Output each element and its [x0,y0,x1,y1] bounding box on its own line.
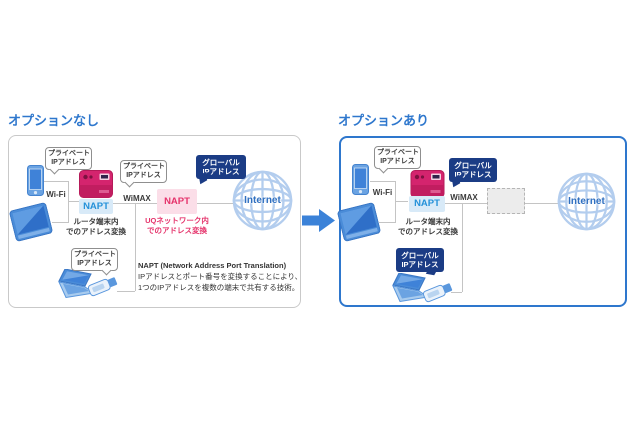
connector-line [44,181,68,182]
connector-line [113,203,157,204]
private-ip-bubble: プライベート IPアドレス [45,147,92,175]
connector-line [68,181,69,223]
connector-line [370,181,395,182]
private-ip-bubble: プライベート IPアドレス [120,160,167,188]
private-ip-bubble: プライベート IPアドレス [71,248,118,276]
internet-label: Internet [568,196,605,207]
internet-globe-icon: Internet [232,170,293,231]
connector-line [379,222,395,223]
smartphone-icon [352,164,369,195]
laptop-icon [58,269,96,298]
wifi-label: Wi-Fi [46,190,66,199]
napt-note-heading: NAPT (Network Address Port Translation) [138,261,287,270]
removed-napt-placeholder [487,188,525,214]
connector-line [135,204,136,291]
uq-napt-caption: UQネットワーク内 でのアドレス変換 [145,216,209,235]
usb-dongle-icon [87,274,120,298]
wimax-label: WiMAX [123,194,151,203]
router-napt-caption: ルータ端末内 でのアドレス変換 [66,217,126,236]
right-panel-title: オプションあり [338,113,430,128]
router-napt-caption: ルータ端末内 でのアドレス変換 [398,217,458,236]
connector-line [395,181,396,223]
connector-line [197,203,233,204]
wifi-router-icon [79,170,113,198]
napt-definition-note: NAPT (Network Address Port Translation) … [138,261,303,292]
wifi-router-icon [409,170,446,198]
napt-uq-box: NAPT [157,189,197,214]
wimax-label: WiMAX [450,193,478,202]
private-ip-bubble: プライベート IPアドレス [374,146,421,174]
tablet-icon [337,201,382,243]
connector-line [451,292,462,293]
global-ip-bubble: グローバル IPアドレス [196,155,246,185]
global-ip-bubble: グローバル IPアドレス [396,248,444,276]
connector-line [462,204,463,292]
usb-dongle-icon [422,280,455,304]
napt-router-box: NAPT [409,196,445,212]
connector-line [68,201,80,202]
connector-line [52,222,68,223]
connector-line [525,203,558,204]
connector-line [395,201,408,202]
global-ip-bubble: グローバル IPアドレス [449,158,497,188]
wifi-label: Wi-Fi [372,188,393,197]
laptop-icon [392,273,430,302]
smartphone-icon [27,165,44,196]
connector-line [117,291,135,292]
left-panel-title: オプションなし [8,113,100,128]
connector-line [445,203,525,204]
napt-router-box: NAPT [79,199,113,214]
internet-globe-icon: Internet [557,172,616,231]
tablet-icon [9,201,54,243]
internet-label: Internet [244,195,281,206]
transition-arrow-icon [302,208,335,233]
